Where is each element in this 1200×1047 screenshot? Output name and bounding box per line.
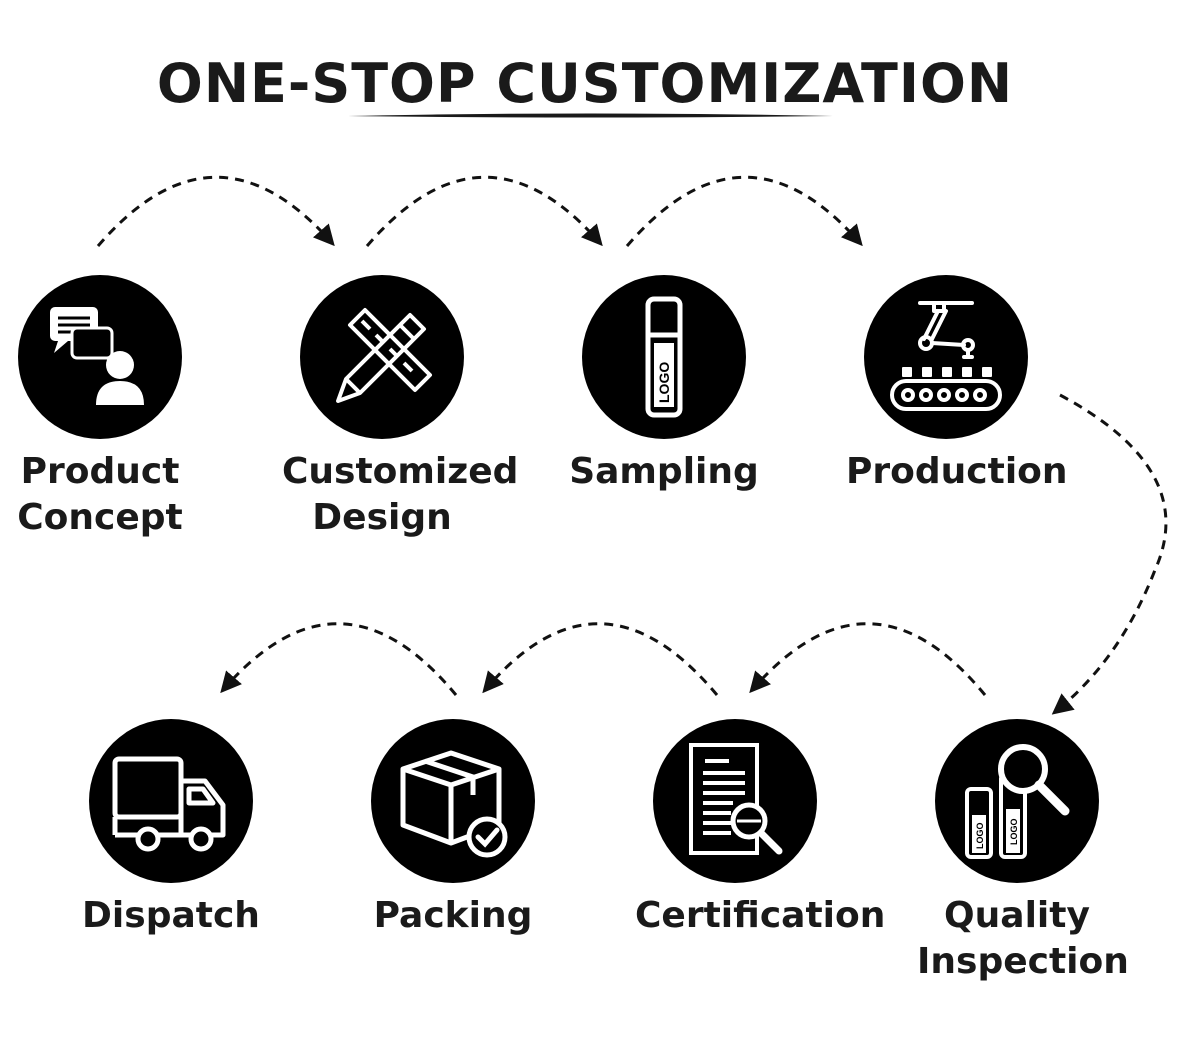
step-certification: Certification	[635, 719, 886, 939]
step-circle	[864, 275, 1028, 439]
step-label: Customized Design	[282, 451, 519, 538]
document-search-icon	[689, 743, 783, 855]
step-label: Certification	[635, 895, 886, 936]
pencil-ruler-icon	[336, 308, 432, 403]
step-label: Packing	[373, 895, 533, 936]
step-label: Production	[846, 451, 1068, 492]
step-circle	[89, 719, 253, 883]
logo-text: LOGO	[1009, 819, 1019, 846]
logo-text: LOGO	[975, 823, 985, 850]
arrow-sampling-to-production	[625, 175, 863, 247]
robot-conveyor-icon	[890, 301, 1002, 411]
chat-person-icon	[50, 307, 144, 405]
truck-icon	[112, 756, 226, 852]
step-label: Product Concept	[17, 451, 183, 538]
arrow-design-to-sampling	[365, 175, 603, 247]
step-circle	[300, 275, 464, 439]
arrow-production-to-inspection	[1051, 393, 1168, 715]
title-underline	[348, 113, 833, 118]
page-title: ONE-STOP CUSTOMIZATION	[156, 52, 1014, 115]
step-quality-inspection: LOGO LOGO Quality Inspection	[917, 719, 1129, 985]
step-circle	[371, 719, 535, 883]
step-circle: LOGO	[582, 275, 746, 439]
arrow-inspection-to-certification	[749, 622, 987, 696]
arrow-certification-to-packing	[482, 622, 719, 696]
step-circle: LOGO LOGO	[935, 719, 1099, 883]
step-circle	[18, 275, 182, 439]
step-packing: Packing	[353, 719, 553, 939]
step-label: Sampling	[569, 451, 759, 492]
step-product-concept: Product Concept	[0, 275, 200, 541]
arrow-concept-to-design	[96, 175, 335, 247]
step-label: Quality Inspection	[917, 895, 1129, 982]
logo-text: LOGO	[656, 362, 672, 403]
step-dispatch: Dispatch	[71, 719, 271, 939]
step-production: Production	[846, 275, 1068, 495]
step-customized-design: Customized Design	[282, 275, 519, 541]
lipstick-logo-icon: LOGO	[645, 296, 683, 418]
box-check-icon	[400, 750, 508, 858]
step-circle	[653, 719, 817, 883]
arrow-packing-to-dispatch	[220, 622, 458, 696]
step-label: Dispatch	[82, 895, 260, 936]
step-sampling: LOGO Sampling	[564, 275, 764, 495]
magnifier-products-icon: LOGO LOGO	[965, 744, 1070, 859]
